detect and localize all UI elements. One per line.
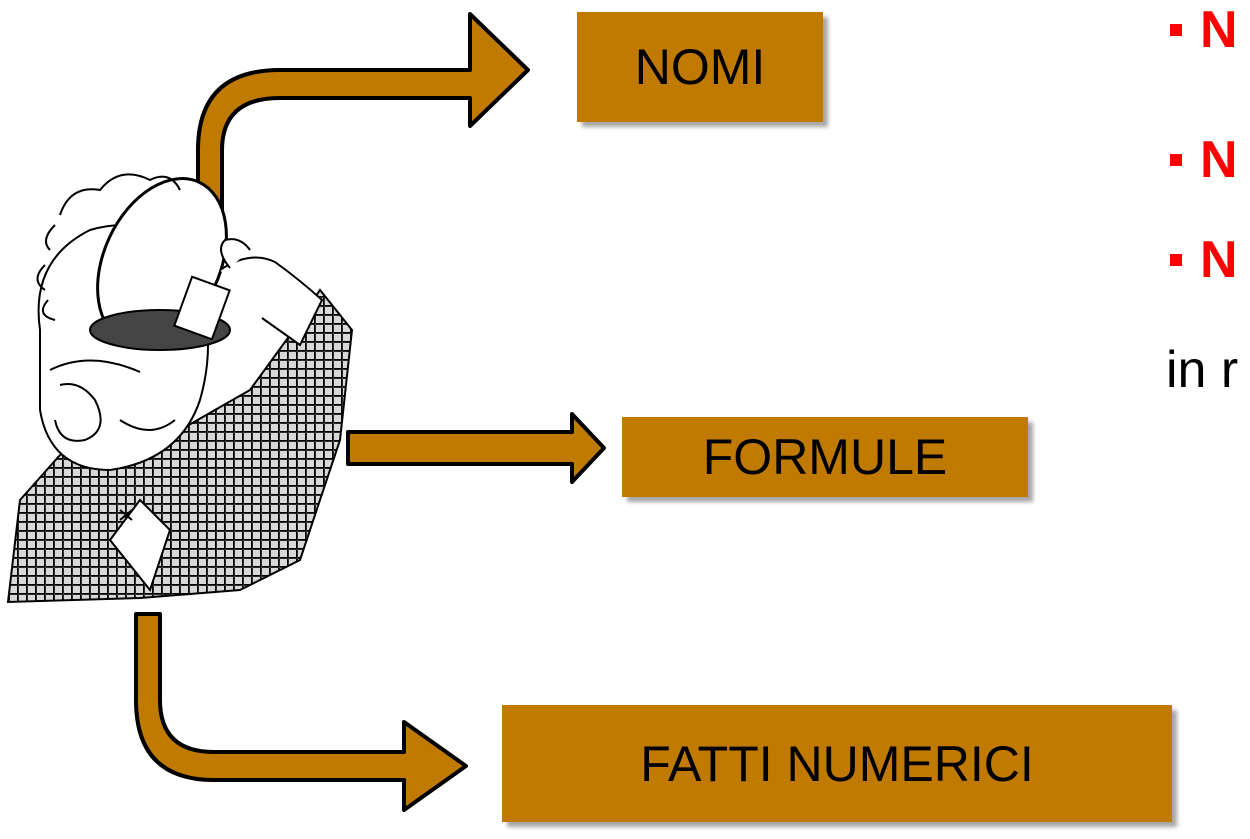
formule-box: FORMULE bbox=[622, 417, 1028, 497]
bullet-square-icon bbox=[1170, 154, 1182, 166]
bullet-item-3: N bbox=[1170, 230, 1250, 290]
arrow-to-formule bbox=[346, 412, 606, 484]
person-illustration bbox=[6, 173, 354, 604]
formule-label: FORMULE bbox=[702, 429, 948, 485]
bullet-square-icon bbox=[1170, 254, 1182, 266]
bullet-text-3: N bbox=[1200, 231, 1238, 289]
bullet-text-2: N bbox=[1200, 131, 1238, 189]
bullet-square-icon bbox=[1170, 24, 1182, 36]
bullet-item-2: N bbox=[1170, 130, 1250, 190]
nomi-box: NOMI bbox=[577, 12, 823, 122]
trailing-text: in r bbox=[1166, 341, 1239, 399]
bullet-item-1: N bbox=[1170, 0, 1250, 60]
fatti-numerici-label: FATTI NUMERICI bbox=[640, 735, 1034, 792]
bullet-text-1: N bbox=[1200, 1, 1238, 59]
arrow-to-fatti-numerici bbox=[134, 612, 468, 812]
arrow-to-nomi bbox=[196, 12, 530, 238]
fatti-numerici-box: FATTI NUMERICI bbox=[502, 705, 1172, 822]
nomi-label: NOMI bbox=[634, 39, 766, 95]
